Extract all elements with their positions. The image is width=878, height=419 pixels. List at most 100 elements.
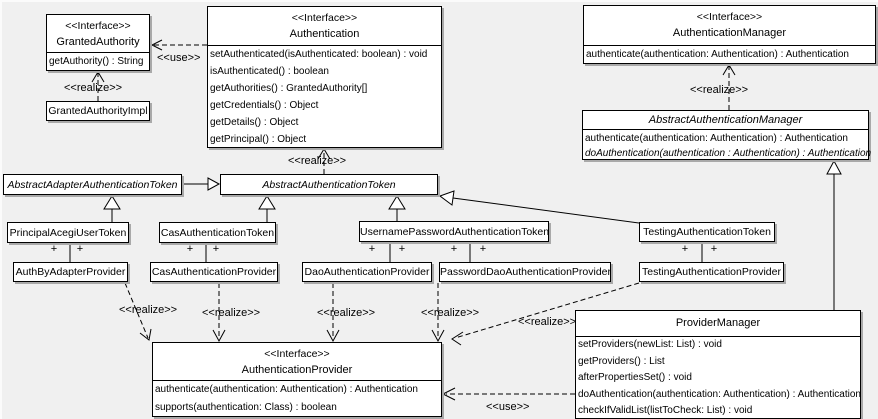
stereotype-label: <<Interface>> xyxy=(291,12,358,24)
class-name: PasswordDaoAuthenticationProvider xyxy=(440,266,612,278)
class-name: AuthenticationManager xyxy=(672,27,787,39)
class-cas-authentication-token[interactable]: CasAuthenticationToken xyxy=(159,222,276,243)
class-header: <<Interface>> AuthenticationManager xyxy=(584,6,875,46)
class-testing-authentication-token[interactable]: TestingAuthenticationToken xyxy=(639,222,775,242)
generalization-edge-casauthenticationtoken[interactable] xyxy=(258,195,276,222)
class-name: ProviderManager xyxy=(675,317,761,329)
class-name: CasAuthenticationProvider xyxy=(151,266,277,278)
method-item: setAuthenticated(isAuthenticated: boolea… xyxy=(210,49,428,60)
method-item: afterPropertiesSet() : void xyxy=(578,372,692,383)
class-auth-by-adapter-provider[interactable]: AuthByAdapterProvider xyxy=(13,262,128,282)
method-item: setProviders(newList: List) : void xyxy=(578,339,722,350)
multiplicity-label: + xyxy=(450,243,458,255)
class-header: <<Interface>> AuthenticationProvider xyxy=(153,343,441,381)
method-item: authenticate(authentication: Authenticat… xyxy=(586,49,849,60)
realize-edge-passworddaoprovider[interactable] xyxy=(431,283,445,343)
class-header: AbstractAuthenticationManager xyxy=(583,111,868,130)
class-name: UsernamePasswordAuthenticationToken xyxy=(360,226,550,238)
realize-label: <<realize>> xyxy=(421,307,480,319)
class-name: AbstractAdapterAuthenticationToken xyxy=(7,179,178,191)
class-provider-manager[interactable]: ProviderManager setProviders(newList: Li… xyxy=(575,310,861,419)
method-item: getCredentials() : Object xyxy=(210,100,319,111)
generalization-edge-testingtoken[interactable] xyxy=(438,190,640,224)
method-item: getPrincipal() : Object xyxy=(210,134,307,145)
stereotype-label: <<Interface>> xyxy=(65,20,131,32)
realize-label: <<realize>> xyxy=(518,316,577,328)
realize-label: <<realize>> xyxy=(288,155,347,167)
method-item: getProviders() : List xyxy=(578,355,665,367)
class-header: <<Interface>> GrantedAuthority xyxy=(47,15,149,53)
class-username-password-authentication-token[interactable]: UsernamePasswordAuthenticationToken xyxy=(359,221,549,242)
multiplicity-label: + xyxy=(186,243,194,255)
class-granted-authority-impl[interactable]: GrantedAuthorityImpl xyxy=(46,101,150,121)
use-label: <<use>> xyxy=(486,401,530,413)
method-item: supports(authentication: Class) : boolea… xyxy=(155,402,337,413)
generalization-edge-principalacegiusertoken[interactable] xyxy=(103,195,121,222)
use-edge-authentication-grantedauthority[interactable] xyxy=(150,39,207,51)
multiplicity-label: + xyxy=(50,243,58,255)
realize-edge-abstractauthenticationtoken[interactable] xyxy=(317,148,331,174)
multiplicity-label: + xyxy=(398,243,406,255)
multiplicity-label: + xyxy=(368,243,376,255)
class-name: DaoAuthenticationProvider xyxy=(304,266,430,278)
realize-edge-abstractauthenticationmanager[interactable] xyxy=(722,64,736,110)
multiplicity-label: + xyxy=(710,243,718,255)
method-item: getAuthority() : String xyxy=(49,56,144,67)
use-label: <<use>> xyxy=(157,52,201,64)
class-name: GrantedAuthority xyxy=(56,36,140,48)
class-password-dao-authentication-provider[interactable]: PasswordDaoAuthenticationProvider xyxy=(439,262,611,282)
method-item: authenticate(authentication: Authenticat… xyxy=(155,384,418,395)
class-granted-authority[interactable]: <<Interface>> GrantedAuthority getAuthor… xyxy=(46,14,150,71)
class-dao-authentication-provider[interactable]: DaoAuthenticationProvider xyxy=(302,262,432,282)
class-name: AbstractAuthenticationToken xyxy=(262,179,396,191)
realize-edge-casauthenticationprovider[interactable] xyxy=(212,283,226,343)
class-header: <<Interface>> Authentication xyxy=(208,7,441,46)
realize-edge-testingprovider[interactable] xyxy=(451,282,640,346)
realize-label: <<realize>> xyxy=(202,307,261,319)
method-list: setAuthenticated(isAuthenticated: boolea… xyxy=(208,46,441,148)
stereotype-label: <<Interface>> xyxy=(264,348,330,360)
class-authentication[interactable]: <<Interface>> Authentication setAuthenti… xyxy=(207,6,442,148)
class-abstract-authentication-manager[interactable]: AbstractAuthenticationManager authentica… xyxy=(582,110,872,160)
class-authentication-manager[interactable]: <<Interface>> AuthenticationManager auth… xyxy=(583,5,876,64)
class-name: TestingAuthenticationToken xyxy=(643,226,771,238)
class-cas-authentication-provider[interactable]: CasAuthenticationProvider xyxy=(150,262,278,282)
method-item: isAuthenticated() : boolean xyxy=(210,66,329,77)
class-principal-acegi-user-token[interactable]: PrincipalAcegiUserToken xyxy=(7,222,129,243)
class-name: Authentication xyxy=(289,28,360,40)
method-item: getDetails() : Object xyxy=(210,117,299,128)
class-name: GrantedAuthorityImpl xyxy=(48,105,148,117)
generalization-edge-abstractadapter[interactable] xyxy=(182,177,221,191)
multiplicity-label: + xyxy=(681,243,689,255)
class-name: AuthByAdapterProvider xyxy=(15,266,126,278)
class-header: ProviderManager xyxy=(576,311,860,337)
realize-edge-grantedauthorityimpl[interactable] xyxy=(91,71,105,101)
class-authentication-provider[interactable]: <<Interface>> AuthenticationProvider aut… xyxy=(152,342,442,417)
class-testing-authentication-provider[interactable]: TestingAuthenticationProvider xyxy=(639,262,784,282)
multiplicity-label: + xyxy=(479,243,487,255)
method-item: checkIfValidList(listToCheck: List) : vo… xyxy=(578,405,753,416)
realize-edge-authbyadapterprovider[interactable] xyxy=(124,282,152,341)
multiplicity-label: + xyxy=(76,243,84,255)
method-item: getAuthorities() : GrantedAuthority[] xyxy=(210,83,368,94)
multiplicity-label: + xyxy=(212,243,220,255)
class-name: AuthenticationProvider xyxy=(241,364,353,376)
realize-label: <<realize>> xyxy=(119,304,178,316)
class-abstract-adapter-authentication-token[interactable]: AbstractAdapterAuthenticationToken xyxy=(3,174,182,195)
stereotype-label: <<Interface>> xyxy=(696,11,763,23)
association-edges-token-provider[interactable] xyxy=(69,242,703,262)
method-item: doAuthentication(authentication: Authent… xyxy=(578,388,861,400)
class-name: CasAuthenticationToken xyxy=(160,227,275,239)
generalization-edge-usernamepasswordtoken[interactable] xyxy=(388,195,406,221)
class-name: TestingAuthenticationProvider xyxy=(642,266,781,278)
use-edge-providermanager-authenticationprovider[interactable] xyxy=(441,387,575,401)
realize-edge-daoauthenticationprovider[interactable] xyxy=(326,283,340,343)
generalization-edge-providermanager[interactable] xyxy=(826,159,842,310)
method-item: doAuthentication(authentication : Authen… xyxy=(585,148,872,159)
realize-label: <<realize>> xyxy=(690,84,749,96)
class-abstract-authentication-token[interactable]: AbstractAuthenticationToken xyxy=(220,174,438,195)
realize-label: <<realize>> xyxy=(317,307,376,319)
class-name: AbstractAuthenticationManager xyxy=(648,114,803,126)
